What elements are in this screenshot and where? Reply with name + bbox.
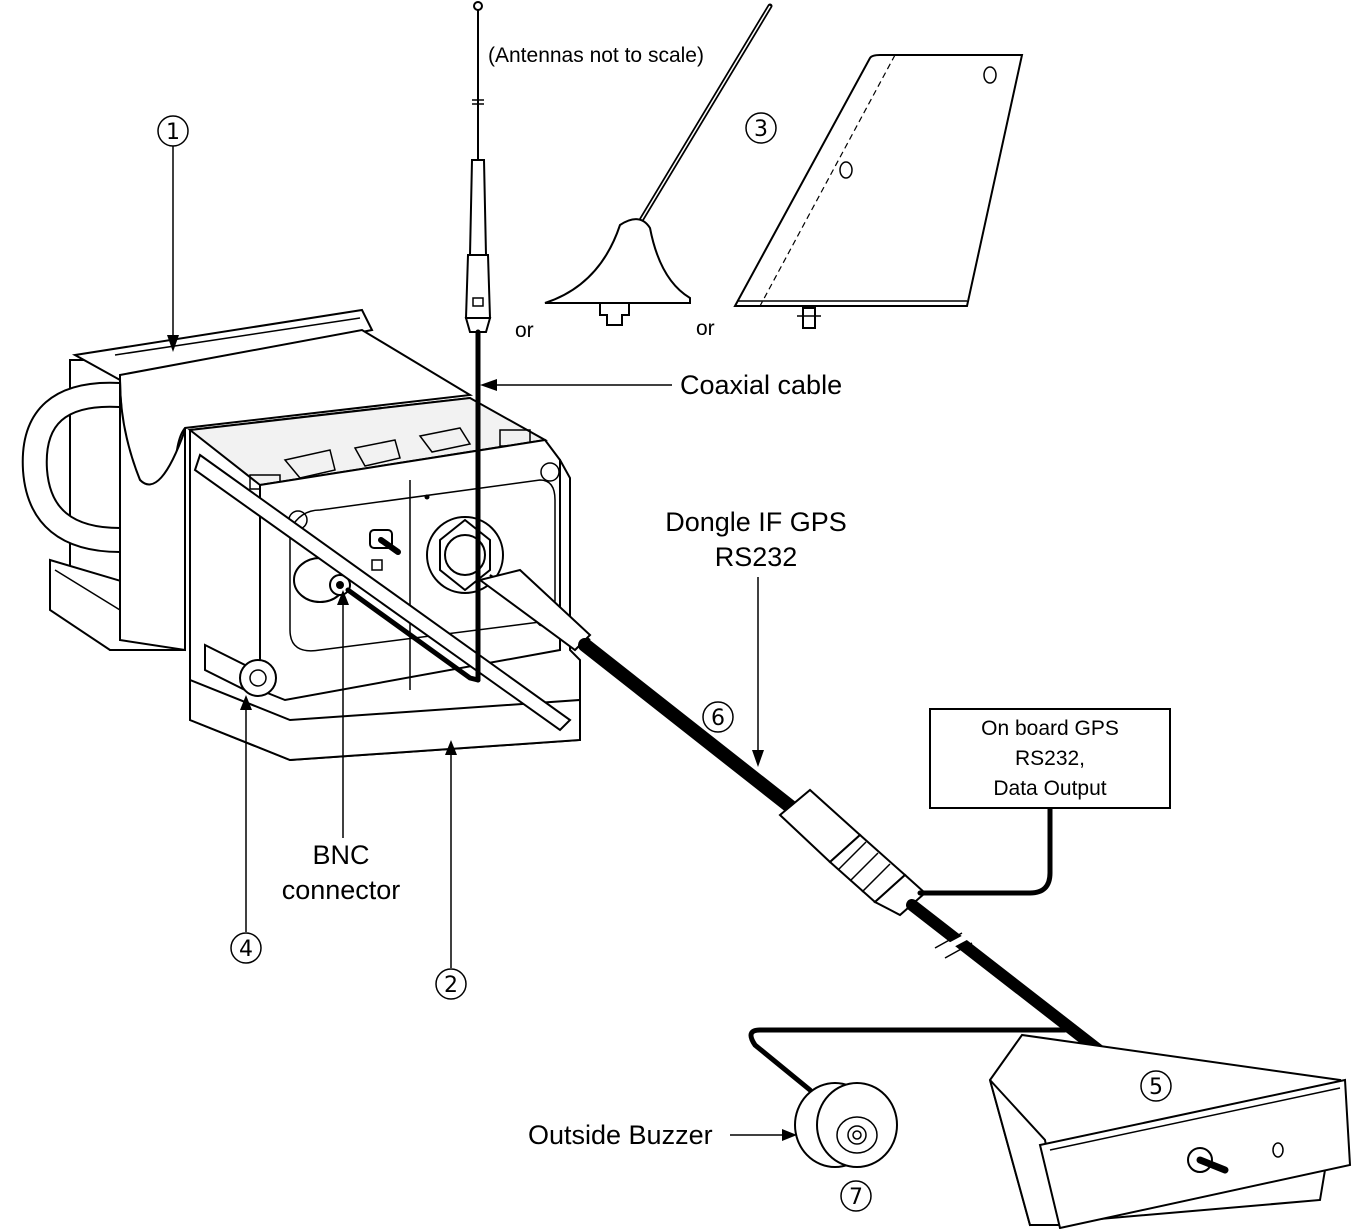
- main-unit: [21, 308, 581, 762]
- callout-5: 5: [1140, 1070, 1172, 1102]
- callout-7: 7: [840, 1180, 872, 1212]
- fin-antenna: [733, 54, 1024, 329]
- data-cable: [477, 568, 1111, 1093]
- svg-text:7: 7: [849, 1185, 863, 1210]
- outside-buzzer: [794, 1082, 898, 1168]
- svg-text:3: 3: [754, 117, 768, 142]
- dongle-label-line2: RS232: [715, 542, 798, 572]
- coaxial-cable-label: Coaxial cable: [680, 370, 842, 400]
- svg-text:6: 6: [711, 706, 725, 731]
- bnc-label-line1: BNC: [312, 840, 369, 870]
- whip-antenna: [464, 1, 492, 333]
- callout-2: 2: [435, 968, 467, 1000]
- bnc-label-line2: connector: [282, 875, 401, 905]
- callout-4: 4: [230, 932, 262, 964]
- onboard-gps-line2: RS232,: [1015, 747, 1085, 770]
- callout-1: 1: [157, 115, 189, 147]
- callout-6: 6: [702, 701, 734, 733]
- leader-lines: [167, 146, 797, 1141]
- svg-text:4: 4: [239, 937, 253, 962]
- callout-3: 3: [745, 112, 777, 144]
- or-left-label: or: [515, 319, 534, 342]
- blade-antenna-whip: [544, 3, 773, 326]
- svg-text:5: 5: [1149, 1075, 1163, 1100]
- coaxial-cable: [345, 329, 481, 683]
- antenna-note: (Antennas not to scale): [488, 44, 704, 67]
- svg-text:2: 2: [444, 973, 458, 998]
- onboard-gps-line1: On board GPS: [981, 717, 1119, 740]
- onboard-gps-box: [929, 708, 1171, 809]
- or-right-label: or: [696, 317, 715, 340]
- svg-text:1: 1: [166, 120, 180, 145]
- remote-switch-box: [988, 1033, 1352, 1229]
- outside-buzzer-label: Outside Buzzer: [528, 1120, 713, 1150]
- onboard-gps-line3: Data Output: [993, 777, 1106, 800]
- dongle-label-line1: Dongle IF GPS: [665, 507, 847, 537]
